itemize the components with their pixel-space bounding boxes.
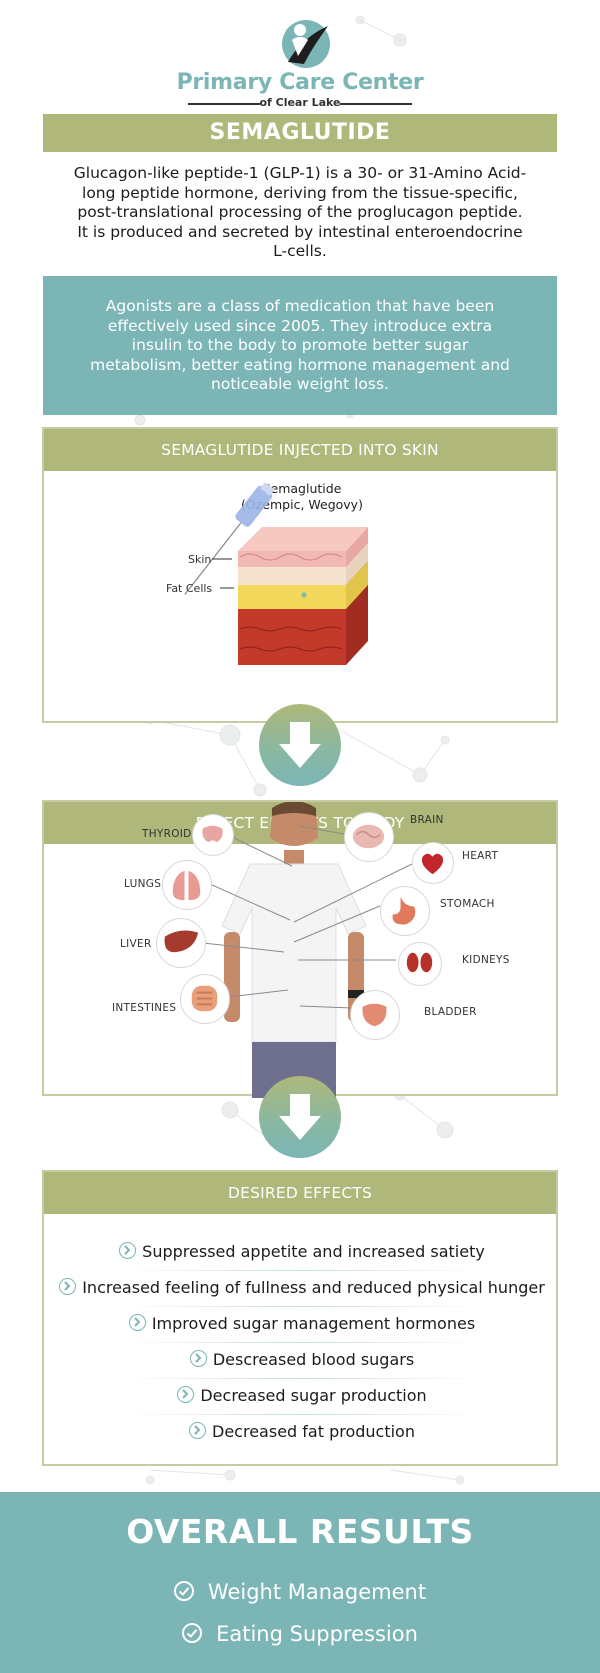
drug-brands: (Ozempic, Wegovy) xyxy=(241,497,363,512)
thyroid-icon xyxy=(202,825,223,843)
heart-organ xyxy=(412,842,454,884)
skin-diagram xyxy=(184,482,368,665)
kidneys-icon xyxy=(406,952,433,973)
effect-text-2: Increased feeling of fullness and reduce… xyxy=(82,1278,545,1297)
chevron-circle-icon xyxy=(189,1422,207,1439)
desired-effects-heading: DESIRED EFFECTS xyxy=(44,1172,556,1214)
result-item-1: Weight Management xyxy=(0,1580,600,1604)
effect-item-4: Descreased blood sugars xyxy=(44,1350,560,1369)
effect-text-5: Decreased sugar production xyxy=(200,1386,427,1405)
effect-text-6: Decreased fat production xyxy=(212,1422,415,1441)
effect-separator xyxy=(122,1270,482,1271)
effect-text-1: Suppressed appetite and increased satiet… xyxy=(142,1242,485,1261)
result-text-2: Eating Suppression xyxy=(216,1622,418,1646)
stomach-icon xyxy=(392,896,416,925)
thyroid-organ xyxy=(192,814,234,856)
bladder-icon xyxy=(362,1003,387,1027)
drug-name: Semaglutide xyxy=(262,481,342,496)
kidneys-label: KIDNEYS xyxy=(462,954,510,966)
logo-name: Primary Care Center xyxy=(176,70,424,95)
bladder-organ xyxy=(350,990,400,1040)
brain-icon xyxy=(352,824,385,849)
effect-separator xyxy=(122,1342,482,1343)
overall-results-section: OVERALL RESULTS Weight Management Eating… xyxy=(0,1492,600,1673)
logo-line-left xyxy=(188,103,260,105)
desired-effects-card: DESIRED EFFECTS Suppressed appetite and … xyxy=(42,1170,558,1466)
stomach-organ xyxy=(380,886,430,936)
effect-separator xyxy=(122,1306,482,1307)
liver-label: LIVER xyxy=(120,938,152,950)
liver-icon xyxy=(164,930,199,953)
logo: Primary Care Center of Clear Lake xyxy=(0,8,600,109)
lungs-label: LUNGS xyxy=(124,878,162,890)
effect-separator xyxy=(122,1378,482,1379)
effect-item-6: Decreased fat production xyxy=(44,1422,560,1441)
chevron-circle-icon xyxy=(189,1350,207,1367)
stomach-label: STOMACH xyxy=(440,898,495,910)
result-item-2: Eating Suppression xyxy=(0,1622,600,1646)
thyroid-label: THYROID xyxy=(142,828,192,840)
effect-separator xyxy=(122,1414,482,1415)
chevron-circle-icon xyxy=(177,1386,195,1403)
heart-icon xyxy=(421,853,444,875)
down-arrow-icon xyxy=(279,1094,321,1140)
agonists-text: Agonists are a class of medication that … xyxy=(90,297,510,393)
down-arrow-2 xyxy=(259,1076,341,1158)
down-arrow-icon xyxy=(279,722,321,768)
lungs-organ xyxy=(162,860,212,910)
effect-item-1: Suppressed appetite and increased satiet… xyxy=(44,1242,560,1261)
logo-mark-icon xyxy=(282,20,330,68)
injection-card: SEMAGLUTIDE INJECTED INTO SKIN Semagluti… xyxy=(42,427,558,723)
kidneys-organ xyxy=(398,942,442,986)
body-diagram xyxy=(193,802,413,1098)
down-arrow-1 xyxy=(259,704,341,786)
effect-item-5: Decreased sugar production xyxy=(44,1386,560,1405)
skin-label: Skin xyxy=(188,553,212,566)
page-title: SEMAGLUTIDE xyxy=(43,114,557,152)
brain-label: BRAIN xyxy=(410,814,444,826)
injection-heading: SEMAGLUTIDE INJECTED INTO SKIN xyxy=(44,429,556,471)
effect-item-2: Increased feeling of fullness and reduce… xyxy=(44,1278,560,1297)
check-circle-icon xyxy=(173,1581,194,1601)
brain-organ xyxy=(344,812,394,862)
heart-label: HEART xyxy=(462,850,499,862)
result-text-1: Weight Management xyxy=(207,1580,427,1604)
bladder-label: BLADDER xyxy=(424,1006,477,1018)
chevron-circle-icon xyxy=(59,1278,77,1295)
overall-results-title: OVERALL RESULTS xyxy=(126,1512,474,1551)
chevron-circle-icon xyxy=(128,1314,146,1331)
liver-organ xyxy=(156,918,206,968)
fat-cells-label: Fat Cells xyxy=(166,582,213,595)
intestines-organ xyxy=(180,974,230,1024)
intestines-icon xyxy=(191,985,218,1012)
direct-effects-card: DIRECT EFFECTS TO BODY xyxy=(42,800,558,1098)
lungs-icon xyxy=(172,870,201,901)
effect-item-3: Improved sugar management hormones xyxy=(44,1314,560,1333)
check-circle-icon xyxy=(182,1623,203,1643)
chevron-circle-icon xyxy=(119,1242,137,1259)
effect-text-3: Improved sugar management hormones xyxy=(151,1314,476,1333)
agonists-box: Agonists are a class of medication that … xyxy=(43,276,557,415)
effect-text-4: Descreased blood sugars xyxy=(212,1350,415,1369)
logo-subtitle: of Clear Lake xyxy=(259,96,341,109)
logo-line-right xyxy=(340,103,412,105)
intestines-label: INTESTINES xyxy=(112,1002,177,1014)
intro-paragraph: Glucagon-like peptide-1 (GLP-1) is a 30-… xyxy=(73,164,527,260)
